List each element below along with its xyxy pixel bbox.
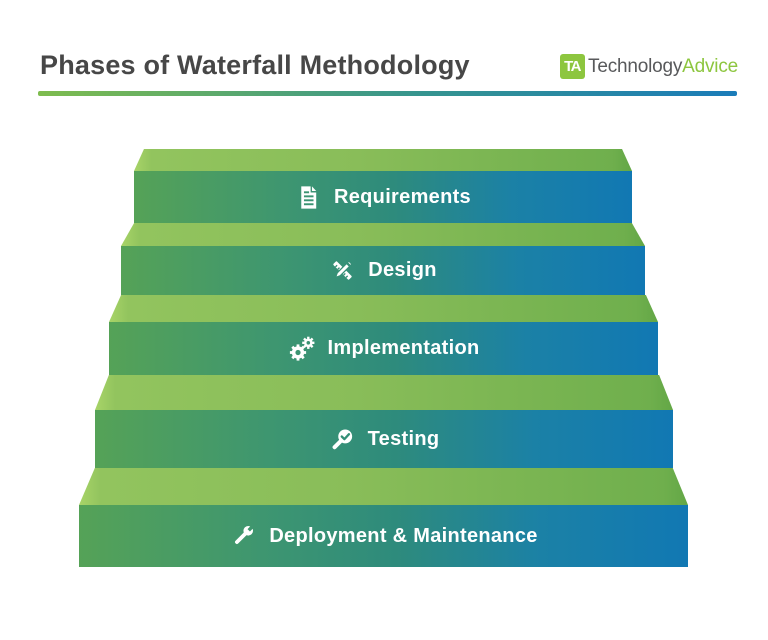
gears-icon (287, 334, 316, 363)
step-label: Design (368, 259, 437, 281)
step-4-testing: Testing (95, 410, 673, 468)
title-divider-line (38, 91, 737, 96)
technologyadvice-logo: TA TechnologyAdvice (560, 54, 738, 79)
ta-logo-icon: TA (560, 54, 586, 79)
step-label: Requirements (334, 185, 471, 208)
pencil-ruler-icon (329, 257, 357, 284)
step-1-tread (134, 149, 632, 171)
step-2-tread (121, 223, 645, 246)
magnifier-check-icon (328, 425, 356, 453)
logo-text-advice: Advice (682, 55, 738, 77)
step-4-tread (95, 375, 673, 410)
step-label: Implementation (327, 337, 480, 359)
step-3-implementation: Implementation (109, 322, 658, 375)
page-title: Phases of Waterfall Methodology (40, 50, 470, 80)
step-label: Deployment & Maintenance (269, 524, 538, 547)
step-3-tread (109, 295, 658, 322)
wrench-icon (229, 522, 258, 550)
step-1-requirements: Requirements (134, 171, 632, 223)
logo-wordmark: TechnologyAdvice (588, 56, 738, 78)
document-icon (295, 183, 322, 211)
step-2-design: Design (121, 246, 645, 295)
step-label: Testing (367, 427, 440, 450)
step-5-deployment-maintenance: Deployment & Maintenance (79, 505, 688, 567)
logo-text-technology: Technology (588, 55, 683, 77)
step-5-tread (79, 468, 688, 505)
